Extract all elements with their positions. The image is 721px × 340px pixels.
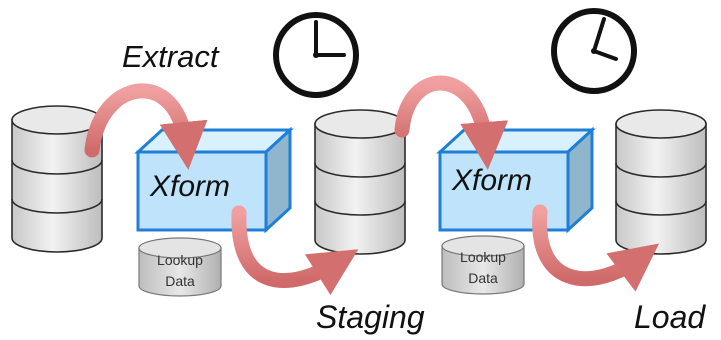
- clock-icon-2: [551, 8, 637, 94]
- transform-box-1: Xform: [134, 126, 294, 234]
- lookup-label-1b: Data: [165, 273, 195, 289]
- curved-arrow-xform2: [394, 75, 509, 170]
- curved-arrow-staging: [231, 205, 359, 296]
- transform-box-2: Xform: [436, 126, 596, 234]
- staging-label: Staging: [316, 299, 425, 335]
- staging-database-icon: [314, 109, 406, 255]
- curved-arrow-extract: [84, 83, 208, 170]
- curved-arrow-load: [532, 204, 660, 292]
- transform-label-2: Xform: [451, 164, 532, 197]
- lookup-label-2b: Data: [468, 270, 498, 286]
- target-database-icon: [615, 109, 707, 255]
- clock-icon-1: [273, 12, 359, 98]
- transform-label-1: Xform: [149, 170, 230, 203]
- extract-label: Extract: [122, 39, 220, 74]
- load-label: Load: [634, 299, 706, 335]
- source-database-icon: [11, 105, 103, 253]
- lookup-data-icon-2: Lookup Data: [441, 235, 525, 295]
- lookup-label-2a: Lookup: [460, 249, 506, 265]
- lookup-data-icon-1: Lookup Data: [138, 237, 222, 297]
- lookup-label-1a: Lookup: [157, 252, 203, 268]
